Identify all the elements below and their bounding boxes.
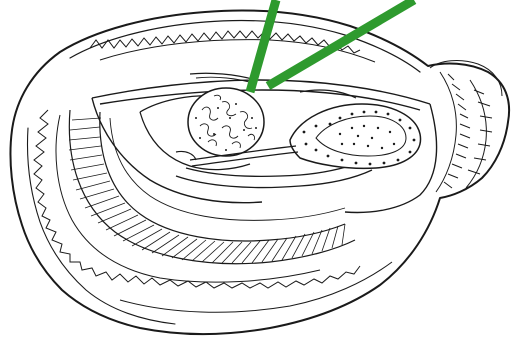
pointer-lines: [250, 0, 414, 92]
hinge-ligament: [430, 61, 502, 192]
pointer-line-1: [250, 0, 276, 92]
adductor-muscle: [188, 88, 264, 156]
digestive-gland: [290, 104, 421, 168]
